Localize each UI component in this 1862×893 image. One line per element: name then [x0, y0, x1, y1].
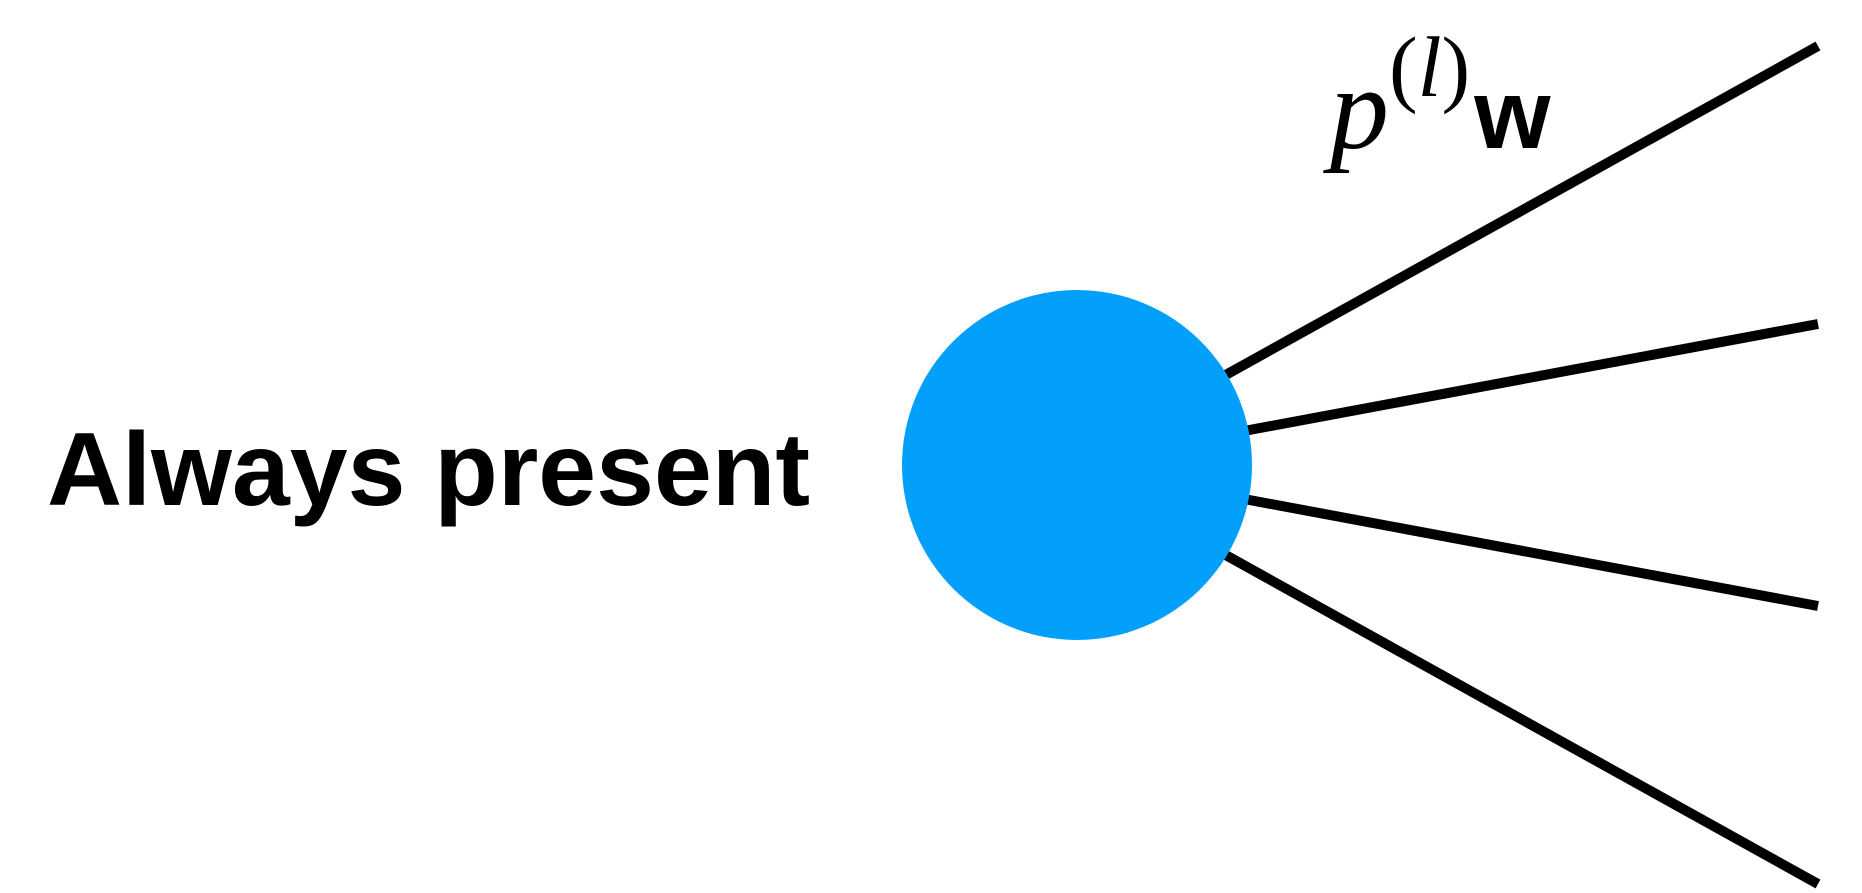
- node-label: Always present: [47, 412, 810, 528]
- weight-label-paren-open: (: [1389, 19, 1418, 115]
- edge-group: [1219, 41, 1821, 889]
- weight-label-vector: w: [1473, 59, 1551, 169]
- edge-1: [1219, 41, 1821, 382]
- weight-label-paren-close: ): [1442, 19, 1471, 115]
- weight-label-superscript: l: [1418, 19, 1442, 115]
- edge-2: [1243, 319, 1819, 436]
- neuron-node: [902, 290, 1252, 640]
- weight-label: p(l)w: [1323, 19, 1551, 174]
- edge-3: [1243, 494, 1819, 611]
- edge-4: [1219, 548, 1821, 889]
- weight-label-base: p: [1323, 43, 1389, 174]
